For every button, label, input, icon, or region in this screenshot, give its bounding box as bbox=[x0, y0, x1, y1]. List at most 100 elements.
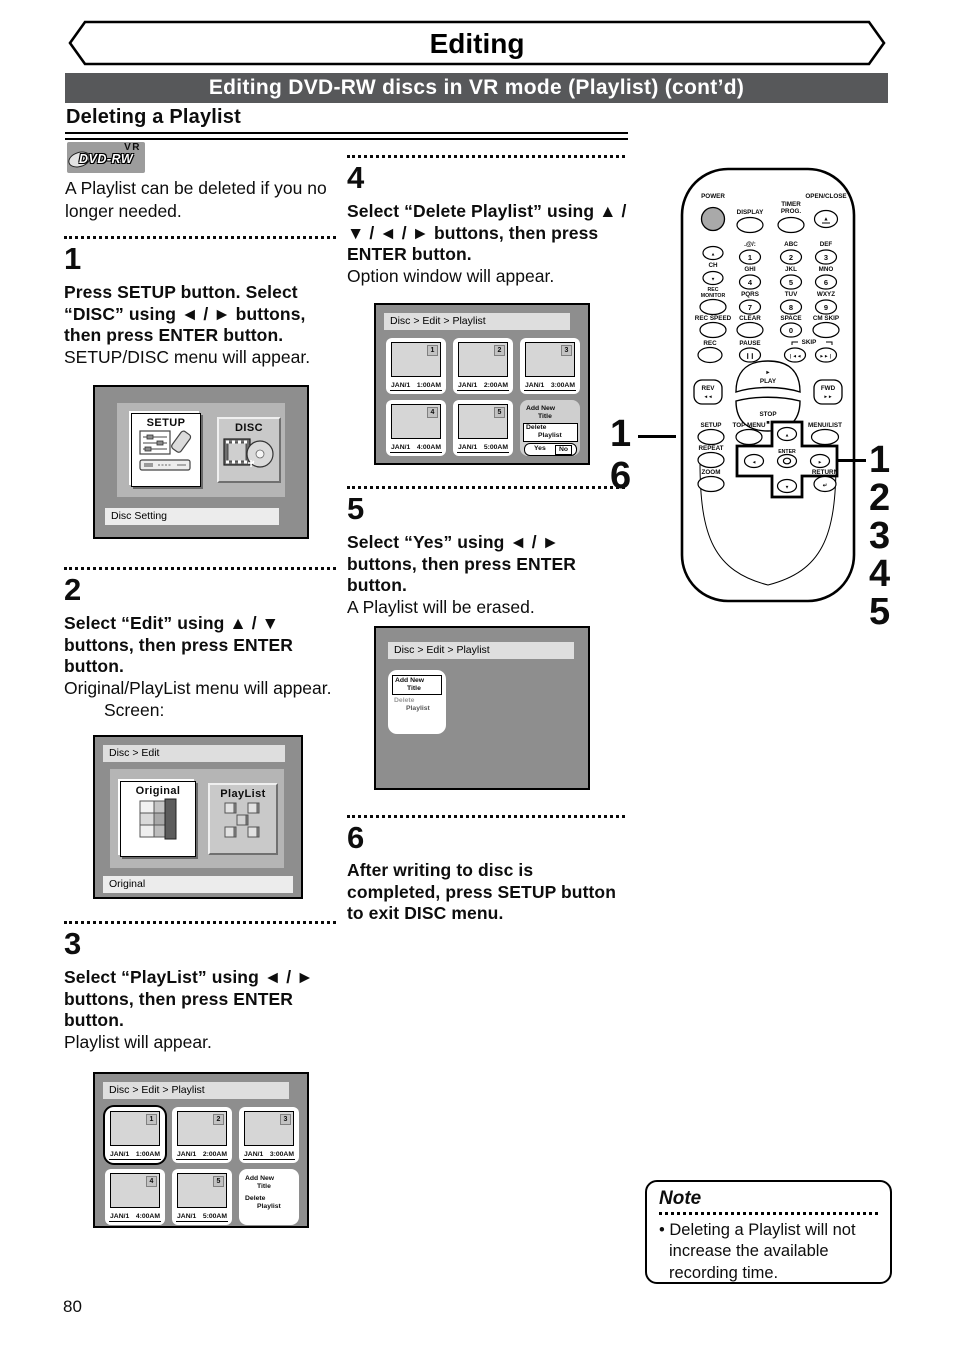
step-3-text: Select “PlayList” using ◄ / ► buttons, t… bbox=[64, 967, 340, 1054]
digit-4-letters: GHI bbox=[744, 266, 755, 273]
thumb-image: 2 bbox=[177, 1111, 227, 1146]
top-menu-button: TOP MENU bbox=[732, 422, 766, 446]
thumb-date: JAN/1 bbox=[177, 1151, 197, 1158]
skip-label: SKIP bbox=[802, 339, 817, 346]
intro-text: A Playlist can be deleted if you no long… bbox=[65, 178, 327, 222]
nav-left-button: ◄ bbox=[743, 453, 765, 469]
step-2-text: Select “Edit” using ▲ / ▼ buttons, then … bbox=[64, 613, 340, 721]
playlist-tile-icon bbox=[224, 802, 260, 838]
breadcrumb: Disc > Edit > Playlist bbox=[103, 1082, 289, 1099]
digit-7-button: PQRS 7 bbox=[738, 291, 762, 315]
note-dotted-rule bbox=[659, 1212, 878, 1215]
zoom-label: ZOOM bbox=[702, 469, 721, 476]
digit-3-letters: DEF bbox=[820, 241, 833, 248]
setup-label: SETUP bbox=[701, 422, 722, 429]
rec-monitor-label-2: MONITOR bbox=[701, 293, 726, 299]
option-add-new: Add New bbox=[395, 677, 425, 684]
step-3-instruction: Select “PlayList” using ◄ / ► buttons, t… bbox=[64, 967, 314, 1031]
banner-ribbon-shape bbox=[68, 20, 886, 66]
ch-label: CH bbox=[708, 262, 718, 269]
display-label: DISPLAY bbox=[737, 209, 765, 216]
return-arrow-icon: ↵ bbox=[823, 483, 828, 489]
digit-6-letters: MNO bbox=[819, 266, 834, 273]
thumb-time: 4:00AM bbox=[416, 444, 441, 451]
dotted-separator bbox=[64, 236, 336, 239]
status-bar: Original bbox=[103, 876, 293, 893]
step-number-4: 4 bbox=[347, 160, 365, 195]
remote-control-illustration: POWER DISPLAY TIMER PROG. OPEN/CLOSE ▲ ▲… bbox=[680, 167, 856, 603]
screenshot-setup-disc-menu: SETUP DISC bbox=[93, 385, 309, 539]
dvd-rw-vr-logo: VR DVD-RW bbox=[66, 142, 145, 173]
step-number-3: 3 bbox=[64, 926, 82, 961]
thumb-time: 4:00AM bbox=[135, 1213, 160, 1220]
thumb-date: JAN/1 bbox=[391, 382, 411, 389]
digit-9-button: WXYZ 9 bbox=[814, 291, 838, 315]
space-label: SPACE bbox=[780, 315, 801, 322]
skip-forward-icon: ►►❘ bbox=[820, 354, 833, 360]
option-window: Add New Title Delete Playlist Yes No bbox=[520, 400, 580, 456]
thumb-time: 5:00AM bbox=[483, 444, 508, 451]
original-tile-icon bbox=[139, 798, 177, 840]
down-arrow-icon: ▼ bbox=[711, 277, 716, 282]
digit-2: 2 bbox=[789, 253, 793, 262]
original-tile: Original bbox=[120, 781, 196, 857]
channel-down-button: ▼ bbox=[702, 270, 724, 286]
digit-3: 3 bbox=[824, 253, 828, 262]
callout-step-3-right: 3 bbox=[869, 515, 891, 557]
digit-8-button: TUV 8 bbox=[779, 291, 803, 315]
up-arrow-icon: ▲ bbox=[711, 252, 716, 257]
rec-speed-label: REC SPEED bbox=[695, 315, 732, 322]
menu-panel: SETUP DISC bbox=[117, 403, 285, 497]
right-arrow-icon: ► bbox=[818, 460, 823, 465]
step-1-text: Press SETUP button. Select “DISC” using … bbox=[64, 282, 340, 369]
digit-6: 6 bbox=[824, 278, 828, 287]
step-number-2: 2 bbox=[64, 572, 82, 607]
digit-1-button: .@/: 1 bbox=[738, 241, 762, 265]
stop-icon: ■ bbox=[766, 420, 769, 426]
space-zero-button: SPACE 0 bbox=[779, 315, 803, 338]
display-button: DISPLAY bbox=[736, 209, 765, 234]
step-6-text: After writing to disc is completed, pres… bbox=[347, 860, 627, 925]
breadcrumb: Disc > Edit > Playlist bbox=[388, 642, 574, 659]
fwd-icon: ►► bbox=[823, 394, 832, 399]
step-6-instruction: After writing to disc is completed, pres… bbox=[347, 860, 617, 924]
screenshot-playlist-erased: Disc > Edit > Playlist Add New Title Del… bbox=[374, 626, 590, 790]
playlist-tile: PlayList bbox=[208, 783, 278, 855]
remote-lower-contour bbox=[699, 461, 837, 586]
thumb-number: 2 bbox=[213, 1114, 224, 1125]
repeat-label: REPEAT bbox=[698, 445, 723, 452]
step-5-text: Select “Yes” using ◄ / ► buttons, then p… bbox=[347, 532, 627, 619]
thumb-image: 2 bbox=[458, 342, 508, 377]
power-button: POWER bbox=[700, 193, 725, 232]
thumb-number: 5 bbox=[494, 407, 505, 418]
menu-add-new: Add New bbox=[245, 1175, 275, 1182]
left-arrow-icon: ◄ bbox=[752, 460, 757, 465]
nav-up-button: ▲ bbox=[776, 426, 798, 442]
clear-label: CLEAR bbox=[739, 315, 761, 322]
cm-skip-label: CM SKIP bbox=[813, 315, 839, 322]
digit-2-letters: ABC bbox=[784, 241, 798, 248]
open-close-label: OPEN/CLOSE bbox=[805, 193, 846, 200]
thumb-number: 5 bbox=[213, 1176, 224, 1187]
nav-right-button: ► bbox=[809, 453, 831, 469]
step-5-result: A Playlist will be erased. bbox=[347, 597, 535, 618]
page-banner: Editing bbox=[68, 20, 886, 66]
option-playlist-disabled: Playlist bbox=[406, 705, 430, 712]
breadcrumb: Disc > Edit bbox=[103, 745, 285, 762]
thumb-date: JAN/1 bbox=[244, 1151, 264, 1158]
return-label: RETURN bbox=[812, 469, 839, 476]
thumb-time: 2:00AM bbox=[202, 1151, 227, 1158]
timer-label-2: PROG. bbox=[781, 208, 802, 215]
option-delete: Delete bbox=[526, 424, 547, 431]
play-label: PLAY bbox=[760, 378, 777, 385]
note-box: Note • Deleting a Playlist will not incr… bbox=[645, 1180, 892, 1284]
clear-button: CLEAR bbox=[736, 315, 764, 339]
option-add-new: Add New bbox=[526, 405, 556, 412]
return-button: RETURN ↵ bbox=[812, 469, 839, 493]
rev-label: REV bbox=[702, 385, 716, 392]
note-title: Note bbox=[659, 1188, 702, 1209]
thumb-number: 1 bbox=[427, 345, 438, 356]
